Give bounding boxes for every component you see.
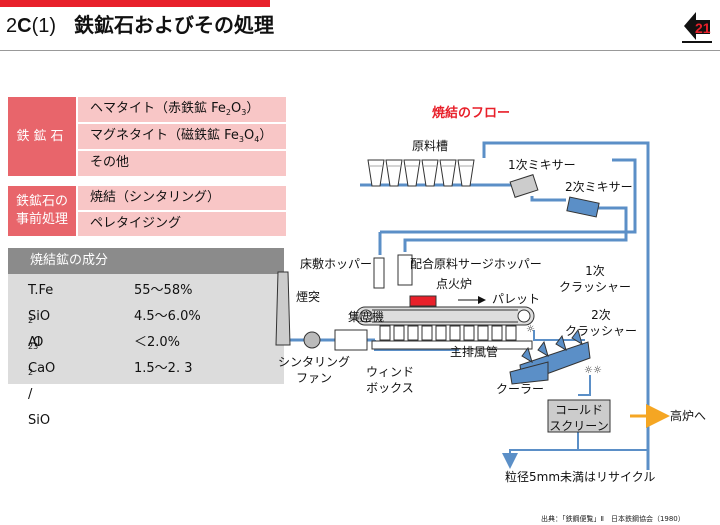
mixer1-drum: [509, 174, 539, 198]
composition-title: 焼結鉱の成分: [8, 248, 284, 274]
dust-label: 集塵機: [348, 310, 385, 324]
flow-title: 焼結のフロー: [432, 106, 511, 121]
surge-hopper-label: 配合原料サージホッパー: [410, 257, 542, 271]
chimney-label: 煙突: [296, 290, 321, 304]
hearth-hopper-label: 床敷ホッパー: [300, 257, 373, 271]
cooler-label: クーラー: [496, 382, 545, 396]
main-duct-label: 主排風管: [450, 345, 499, 359]
pretreat-label: 鉄鉱石の事前処理: [8, 186, 76, 236]
page-title: 2C(1) 鉄鉱石およびその処理: [6, 12, 274, 39]
fan-label: シンタリングファン: [278, 355, 351, 385]
sintering-fan: [303, 331, 321, 349]
ore-item-hematite: ヘマタイト（赤鉄鉱 Fe2O3）: [78, 97, 286, 122]
pretreat-item-pelletizing: ペレタイジング: [78, 212, 286, 236]
sinter-strand: [355, 306, 535, 326]
pretreat-item-sintering: 焼結（シンタリング）: [78, 186, 286, 210]
crusher1-label: 1次クラッシャー: [558, 264, 631, 294]
title-text: 鉄鉱石およびその処理: [74, 13, 275, 37]
hearth-feed-line: [380, 158, 637, 234]
cold-screen: [547, 399, 611, 433]
ore-label: 鉄鉱石: [8, 97, 76, 176]
recycle-return-line: [482, 141, 650, 470]
source-citation: 出典：「鉄鋼便覧」Ⅱ 日本鉄鋼協会（1980）: [541, 515, 685, 523]
crusher2-label: 2次クラッシャー: [564, 308, 637, 338]
dust-collector: [334, 329, 368, 351]
mixer1-label: 1次ミキサー: [508, 158, 576, 172]
header-divider: [0, 50, 720, 51]
mixer2-to-surge-line: [403, 206, 628, 252]
section-paren: (1): [31, 15, 57, 37]
recycle-label: 粒径5mm未満はリサイクル: [505, 470, 656, 484]
cooler-bed: [509, 361, 549, 385]
to-furnace-label: 高炉へ: [670, 409, 707, 423]
svg-text:☼: ☼: [526, 324, 535, 335]
ore-item-other: その他: [78, 151, 286, 176]
raw-material-tanks: [367, 159, 475, 187]
chimney: [275, 271, 291, 346]
mixer1-to-mixer2-line: [530, 196, 566, 202]
igniter-block: [409, 295, 437, 307]
igniter-label: 点火炉: [436, 277, 473, 291]
windbox-label: ウィンドボックス: [365, 365, 414, 395]
section-letter: C: [17, 15, 32, 37]
mixer2-label: 2次ミキサー: [565, 180, 633, 194]
company-logo-icon: 21: [682, 12, 712, 43]
svg-text:☼☼: ☼☼: [584, 365, 602, 376]
header-accent-bar: [0, 0, 270, 7]
svg-text:21: 21: [695, 20, 711, 36]
mixer2-drum: [566, 196, 600, 218]
ore-item-magnetite: マグネタイト（磁鉄鉱 Fe3O4）: [78, 124, 286, 149]
cold-screen-label: コールドスクリーン: [549, 403, 609, 433]
pallet-label: パレット: [492, 292, 541, 306]
raw-tank-label: 原料槽: [412, 139, 449, 153]
section-number: 2: [6, 15, 18, 37]
